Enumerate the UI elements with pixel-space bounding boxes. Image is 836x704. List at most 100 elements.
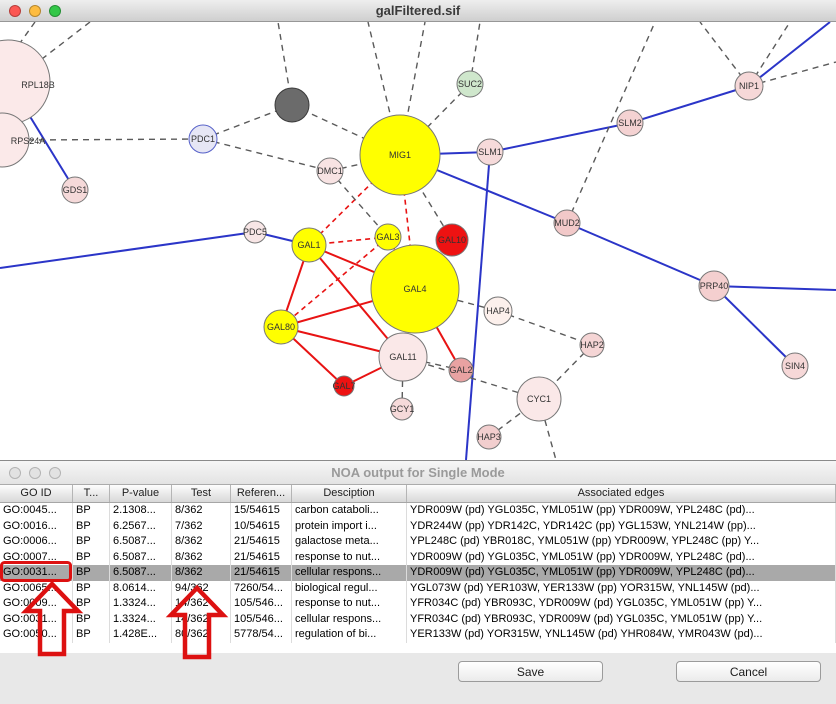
graph-node-label: SUC2 (458, 79, 482, 89)
graph-node-MUD2[interactable] (553, 209, 581, 237)
graph-node-NIP1[interactable] (734, 71, 764, 101)
graph-node-GAL7[interactable] (333, 375, 355, 397)
graph-node-label: GAL7 (332, 381, 355, 391)
table-cell: 5778/54... (231, 627, 292, 643)
graph-node-PRP40[interactable] (698, 270, 730, 302)
graph-node-GAL11[interactable] (378, 332, 428, 382)
graph-edge (748, 61, 836, 87)
table-cell: response to nut... (292, 549, 407, 565)
table-cell: GO:0065... (0, 580, 73, 596)
table-cell: 6.2567... (110, 518, 172, 534)
graph-node-HAP2[interactable] (579, 332, 605, 358)
graph-node-label: GDS1 (63, 185, 88, 195)
graph-node-label: SLM2 (618, 118, 642, 128)
graph-node-MIG1[interactable] (359, 114, 441, 196)
graph-window-title: galFiltered.sif (375, 3, 461, 18)
minimize-button[interactable] (29, 5, 41, 17)
graph-edge (489, 122, 631, 153)
graph-edge (202, 138, 331, 172)
table-cell: 8/362 (172, 549, 231, 565)
close-button[interactable] (9, 5, 21, 17)
graph-window-titlebar: galFiltered.sif (0, 0, 836, 22)
table-filler (0, 643, 836, 653)
network-canvas[interactable]: RPL18BRPS24AGDS1PDC1DMC1MIG1SUC2SLM1SLM2… (0, 22, 836, 460)
table-cell: YFR034C (pd) YBR093C, YDR009W (pd) YGL03… (407, 596, 836, 612)
graph-node-unlabeled[interactable] (274, 87, 310, 123)
column-header-p-value[interactable]: P-value (110, 485, 172, 502)
graph-node-PDC5[interactable] (243, 220, 267, 244)
graph-node-CYC1[interactable] (516, 376, 562, 422)
graph-node-label: HAP3 (477, 432, 501, 442)
graph-node-GCY1[interactable] (390, 397, 414, 421)
graph-node-PDC1[interactable] (188, 124, 218, 154)
column-header-associated-edges[interactable]: Associated edges (407, 485, 836, 502)
table-cell: YPL248C (pd) YBR018C, YML051W (pp) YDR00… (407, 534, 836, 550)
table-cell: BP (73, 518, 110, 534)
graph-node-RPS24A[interactable] (0, 112, 30, 168)
graph-edge (0, 231, 256, 269)
minimize-button[interactable] (29, 467, 41, 479)
graph-node-DMC1[interactable] (316, 157, 344, 185)
window-controls-inactive (9, 467, 61, 479)
column-header-test[interactable]: Test (172, 485, 231, 502)
column-header-go-id[interactable]: GO ID (0, 485, 73, 502)
graph-edge (713, 285, 796, 367)
column-header-t[interactable]: T... (73, 485, 110, 502)
save-button[interactable]: Save (458, 661, 603, 682)
graph-node-SLM1[interactable] (476, 138, 504, 166)
graph-edge (566, 22, 656, 224)
table-cell: YFR034C (pd) YBR093C, YDR009W (pd) YGL03… (407, 611, 836, 627)
graph-node-HAP4[interactable] (483, 296, 513, 326)
table-cell: BP (73, 565, 110, 581)
graph-node-GAL80[interactable] (263, 309, 299, 345)
graph-node-label: PDC1 (191, 134, 215, 144)
table-cell: 21/54615 (231, 549, 292, 565)
noa-window-title: NOA output for Single Mode (331, 465, 505, 480)
table-cell: BP (73, 503, 110, 519)
table-cell: 105/546... (231, 611, 292, 627)
graph-node-label: PRP40 (700, 281, 729, 291)
cancel-button[interactable]: Cancel (676, 661, 821, 682)
zoom-button[interactable] (49, 5, 61, 17)
graph-node-HAP3[interactable] (476, 424, 502, 450)
table-cell: BP (73, 580, 110, 596)
graph-edge (497, 310, 593, 346)
zoom-button[interactable] (49, 467, 61, 479)
table-cell: YGL073W (pd) YER103W, YER133W (pp) YOR31… (407, 580, 836, 596)
column-header-referen[interactable]: Referen... (231, 485, 292, 502)
table-cell: 105/546... (231, 596, 292, 612)
graph-node-GAL10[interactable] (435, 223, 469, 257)
table-cell: GO:0031... (0, 611, 73, 627)
graph-edge (399, 83, 471, 156)
graph-node-label: GAL80 (267, 322, 295, 332)
graph-node-GAL2[interactable] (448, 357, 474, 383)
table-cell: BP (73, 534, 110, 550)
graph-edge (329, 170, 389, 238)
close-button[interactable] (9, 467, 21, 479)
table-cell: BP (73, 627, 110, 643)
graph-node-label: HAP4 (486, 306, 510, 316)
graph-node-SLM2[interactable] (616, 109, 644, 137)
graph-node-GAL3[interactable] (374, 223, 402, 251)
table-cell: 80/362 (172, 627, 231, 643)
column-header-desciption[interactable]: Desciption (292, 485, 407, 502)
graph-edge (465, 151, 491, 460)
graph-node-GDS1[interactable] (61, 176, 89, 204)
graph-node-SIN4[interactable] (781, 352, 809, 380)
graph-node-GAL4[interactable] (370, 244, 460, 334)
graph-node-GAL1[interactable] (291, 227, 327, 263)
graph-node-label: RPL18B (21, 80, 55, 90)
table-cell: 94/362 (172, 580, 231, 596)
table-cell: GO:0050... (0, 627, 73, 643)
graph-node-SUC2[interactable] (456, 70, 484, 98)
